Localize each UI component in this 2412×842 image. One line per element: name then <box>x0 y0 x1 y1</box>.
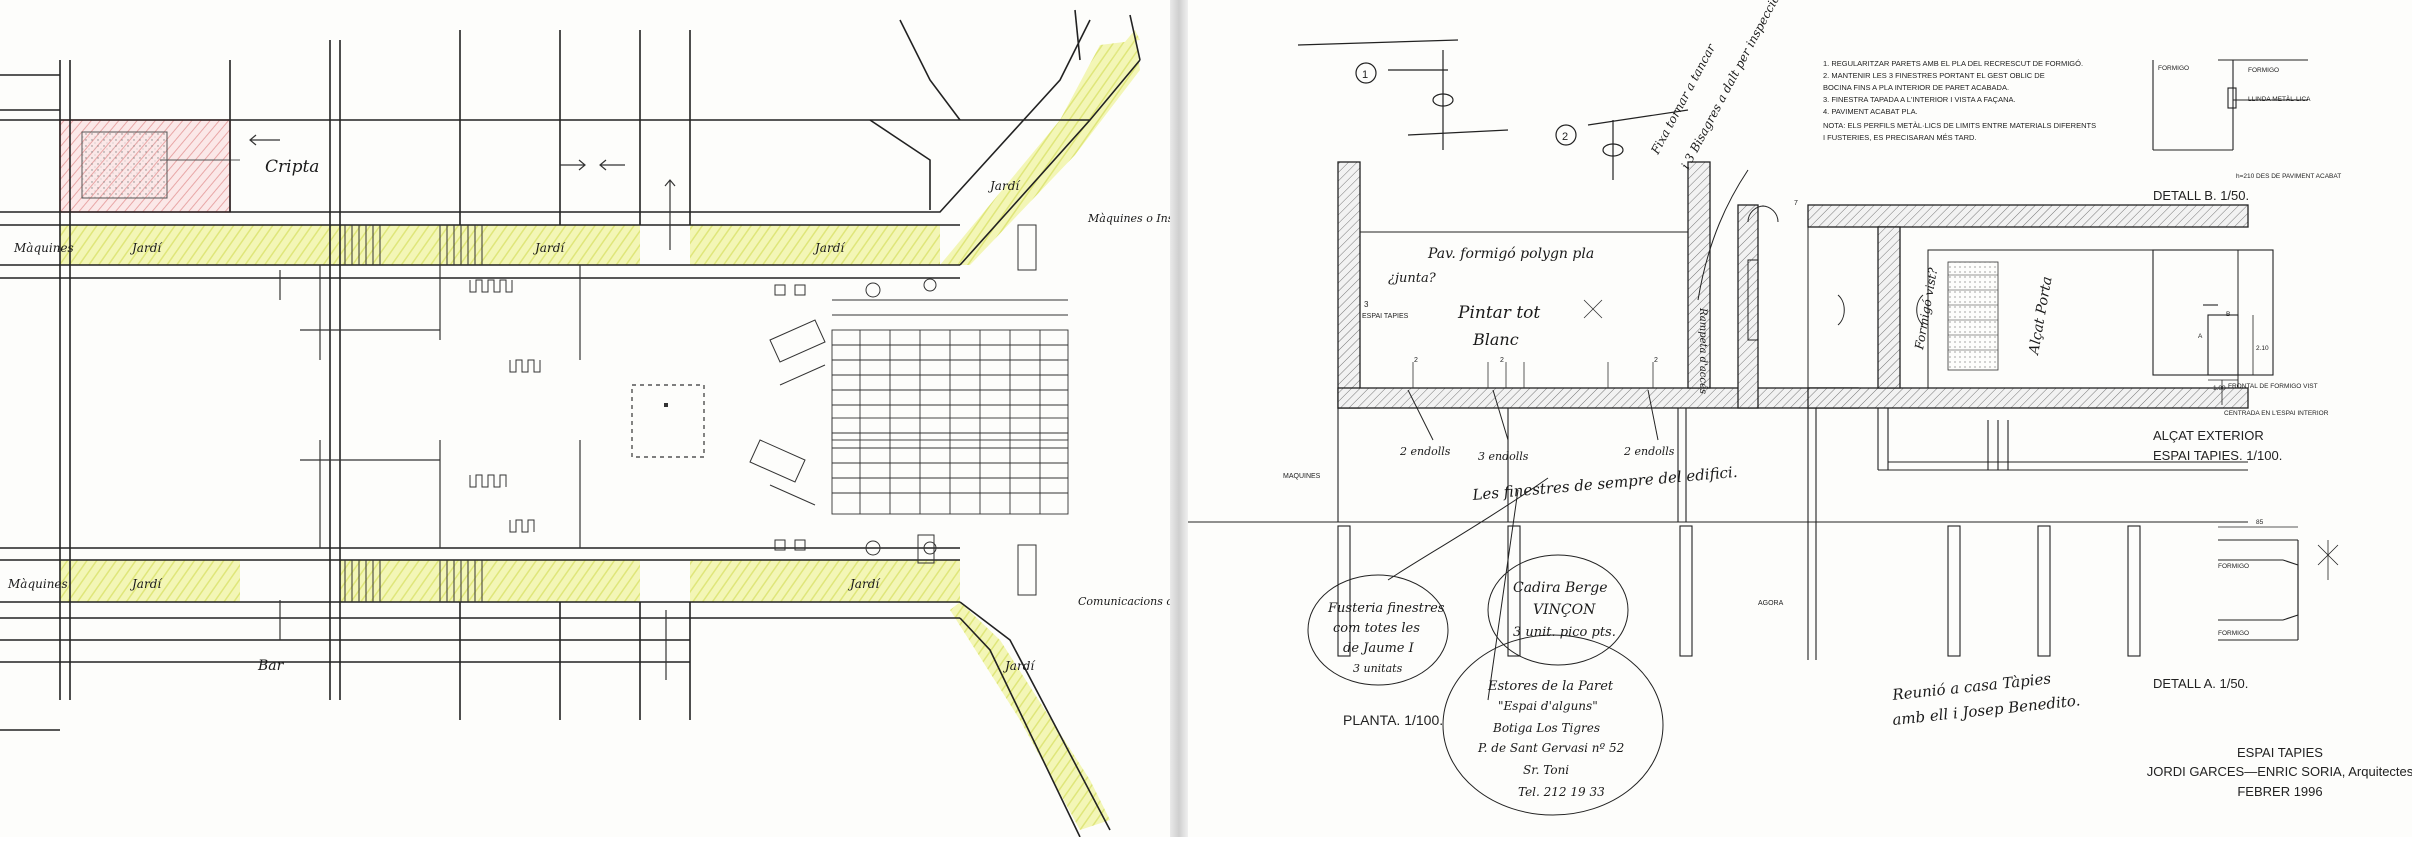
nota-line-1: NOTA: ELS PERFILS METÀL·LICS DE LIMITS E… <box>1823 121 2096 130</box>
sketch-label-jardi-3: Jardí <box>812 241 846 255</box>
title-project: ESPAI TAPIES <box>2237 745 2323 760</box>
note-fusteria-3: de Jaume I <box>1343 641 1415 656</box>
note-line-4: 3. FINESTRA TAPADA A L'INTERIOR I VISTA … <box>1823 95 2016 104</box>
note-pav: Pav. formigó polygn pla <box>1427 246 1594 262</box>
detail-b-title: DETALL B. 1/50. <box>2153 188 2249 203</box>
note-endolls-2: 3 endolls <box>1478 450 1529 463</box>
note-line-2: 2. MANTENIR LES 3 FINESTRES PORTANT EL G… <box>1823 71 2045 80</box>
alcat-dim-h: 2.10 <box>2256 345 2269 352</box>
fig-1-label: 1 <box>1362 69 1368 81</box>
note-finestres: Les finestres de sempre del edifici. <box>1471 463 1738 504</box>
note-estores-2: "Espai d'alguns" <box>1498 699 1598 713</box>
alcat-frontal: FRONTAL DE FORMIGO VIST <box>2228 383 2318 390</box>
numbered-notes: 1. REGULARITZAR PARETS AMB EL PLA DEL RE… <box>1823 59 2096 142</box>
note-vidre: Formigó vist? <box>1912 266 1940 351</box>
sketch-furniture <box>774 224 1037 596</box>
alcat-title-1: ALÇAT EXTERIOR <box>2153 428 2264 443</box>
plan-num-2b: 2 <box>1500 357 1504 364</box>
sketch-label-comunicacions: Comunicacions o Instal. <box>1078 595 1170 608</box>
note-fusteria-4: 3 unitats <box>1353 662 1403 675</box>
sketch-label-jardi-6: Jardí <box>847 577 881 591</box>
detail-b-llinda: LLINDA METÀL·LICA <box>2248 94 2311 103</box>
crypt-inner <box>81 131 168 199</box>
sketch-label-maquines-1: Màquines <box>13 241 74 255</box>
note-line-3: BOCINA FINS A PLA INTERIOR DE PARET ACAB… <box>1823 83 2009 92</box>
detail-a-dim: 85 <box>2256 519 2264 526</box>
plan-label-espai: ESPAI TAPIES <box>1362 313 1409 320</box>
sketch-label-jardi-4: Jardí <box>987 179 1021 193</box>
alcat-exterior: A B 1.00 2.10 FRONTAL DE FORMIGO VIST CE… <box>2152 249 2329 463</box>
note-line-1: 1. REGULARITZAR PARETS AMB EL PLA DEL RE… <box>1823 59 2083 68</box>
title-date: FEBRER 1996 <box>2237 784 2322 799</box>
plan-num-3: 3 <box>1364 300 1369 309</box>
note-alcat-porta: Alçat Porta <box>2026 275 2056 357</box>
sketch-page: Cripta Jardí Jardí Jardí Jardí Jardí Jar… <box>0 0 1212 838</box>
central-dashed-square <box>631 384 705 458</box>
plan-num-2a: 2 <box>1414 357 1418 364</box>
sketch-structure <box>0 9 1141 838</box>
technical-plan: 1 2 <box>1188 0 2412 816</box>
note-estores-1: Estores de la Paret <box>1487 679 1614 694</box>
note-estores-6: Tel. 212 19 33 <box>1518 785 1605 799</box>
note-rampa: Rampeta d'accés <box>1697 307 1708 394</box>
plan-label-agora: AGORA <box>1758 600 1784 607</box>
detail-b-formigo-left: FORMIGO <box>2158 65 2189 72</box>
fig-2-label: 2 <box>1562 131 1568 143</box>
detail-b: FORMIGO FORMIGO LLINDA METÀL·LICA h=210 … <box>2152 59 2341 203</box>
garden-bands <box>60 30 1140 830</box>
note-endolls-1: 2 endolls <box>1399 445 1451 458</box>
plan-walls <box>1337 161 2249 409</box>
alcat-label-b: B <box>2226 311 2230 318</box>
alcat-label-a: A <box>2198 333 2203 340</box>
detail-a-formigo-bottom: FORMIGO <box>2218 630 2249 637</box>
pendant-sketches <box>1297 39 1689 180</box>
nota-line-2: I FUSTERIES, ES PRECISARAN MÉS TARD. <box>1823 133 1977 142</box>
plan-label-maquines: MAQUINES <box>1283 473 1321 480</box>
note-blanc: Blanc <box>1472 330 1519 349</box>
sketch-label-jardi-7: Jardí <box>1002 659 1036 673</box>
note-estores-3: Botiga Los Tigres <box>1492 721 1600 735</box>
plan-lower-structure <box>1188 408 2248 660</box>
sketch-label-jardi-2: Jardí <box>532 241 566 255</box>
sketch-label-maquines-instal: Màquines o Instal. <box>1087 212 1170 225</box>
note-estores-4: P. de Sant Gervasi nº 52 <box>1477 741 1624 755</box>
title-block: ESPAI TAPIES JORDI GARCES—ENRIC SORIA, A… <box>2147 745 2412 799</box>
note-cadira-1: Cadira Berge <box>1513 580 1608 596</box>
plan-num-2c: 2 <box>1654 357 1658 364</box>
seating-grid <box>831 299 1069 515</box>
note-line-5: 4. PAVIMENT ACABAT PLA. <box>1823 107 1918 116</box>
note-pintar: Pintar tot <box>1457 303 1540 323</box>
sketch-label-maquines-2: Màquines <box>7 577 68 591</box>
note-endolls-3: 2 endolls <box>1623 445 1675 458</box>
note-fusteria-2: com totes les <box>1333 621 1420 636</box>
detail-a-formigo-top: FORMIGO <box>2218 563 2249 570</box>
alcat-title-2: ESPAI TAPIES. 1/100. <box>2153 448 2282 463</box>
technical-plan-page: 1 2 <box>1188 0 2412 837</box>
detail-b-formigo-right: FORMIGO <box>2248 67 2279 74</box>
note-cadira-3: 3 unit. pico pts. <box>1513 625 1616 640</box>
title-architects: JORDI GARCES—ENRIC SORIA, Arquitectes <box>2147 764 2412 779</box>
note-fusteria-1: Fusteria finestres <box>1327 601 1445 616</box>
sketch-label-jardi-1: Jardí <box>129 241 163 255</box>
sketch-stairs <box>344 225 483 602</box>
detail-a: 85 FORMIGO FORMIGO DETALL A. 1/50. <box>2153 519 2339 691</box>
note-junta: ¿junta? <box>1388 271 1437 286</box>
sketch-label-cripta: Cripta <box>265 157 319 177</box>
sketch-label-bar: Bar <box>257 658 285 674</box>
note-fixa: Fixa tornar a tancar <box>1648 41 1719 158</box>
sketch-plan: Cripta Jardí Jardí Jardí Jardí Jardí Jar… <box>0 9 1212 838</box>
plan-num-7: 7 <box>1794 200 1798 207</box>
alcat-centrada: CENTRADA EN L'ESPAI INTERIOR <box>2224 410 2329 417</box>
note-estores-5: Sr. Toni <box>1523 763 1569 777</box>
detail-a-title: DETALL A. 1/50. <box>2153 676 2248 691</box>
alcat-dim-w: 1.00 <box>2213 385 2226 392</box>
note-cadira-2: VINÇON <box>1533 602 1596 618</box>
book-gutter <box>1170 0 1188 837</box>
detail-b-note: h=210 DES DE PAVIMENT ACABAT <box>2236 173 2341 180</box>
plan-scale-title: PLANTA. 1/100. <box>1343 712 1443 728</box>
sketch-label-jardi-5: Jardí <box>129 577 163 591</box>
